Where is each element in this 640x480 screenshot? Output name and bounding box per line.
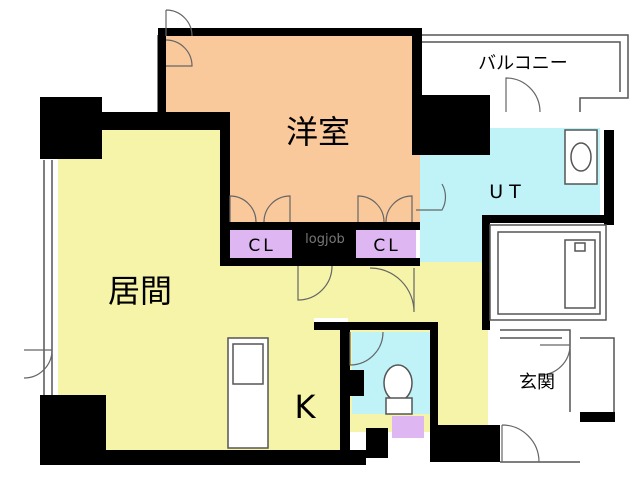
closet-left-area: [230, 230, 292, 258]
room-label-utility: UT: [489, 181, 527, 203]
room-label-entrance: 玄関: [519, 372, 555, 393]
room-label-living: 居間: [108, 272, 172, 310]
room-label-balcony: バルコニー: [478, 53, 568, 74]
room-living: [58, 130, 348, 450]
toilet-mat: [392, 416, 424, 438]
walls: [40, 28, 615, 465]
kitchen-counter: [227, 337, 269, 449]
closet-right-area: [356, 230, 416, 258]
door-swings: [23, 9, 571, 463]
room-label-kitchen: K: [295, 388, 317, 426]
bathtub: [497, 231, 601, 315]
wash-basin: [564, 129, 598, 185]
toilet-fixture: [383, 364, 413, 415]
room-label-western: 洋室: [286, 113, 350, 151]
room-label-closet-left: CL: [248, 236, 275, 256]
room-label-closet-right: CL: [373, 236, 400, 256]
watermark: logjob: [305, 232, 345, 247]
